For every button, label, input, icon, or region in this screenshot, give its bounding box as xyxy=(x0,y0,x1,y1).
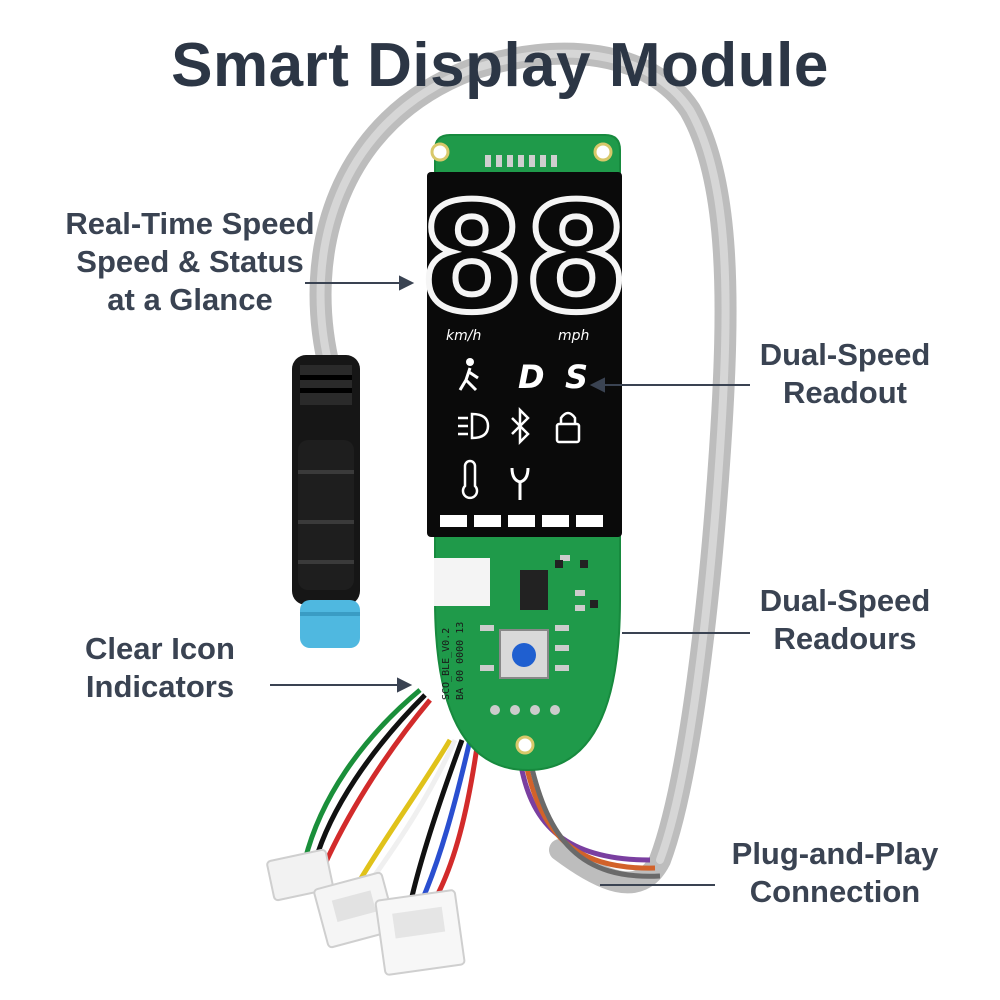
page-title: Smart Display Module xyxy=(171,31,829,100)
callout-readours-line2: Readours xyxy=(773,621,917,656)
black-connector xyxy=(292,355,360,648)
callout-icons-line1: Clear Icon xyxy=(85,631,235,666)
battery-bar xyxy=(576,515,603,527)
callout-icons-line2: Indicators xyxy=(85,669,235,704)
wire-bundle-left xyxy=(302,688,422,861)
tact-button xyxy=(512,643,536,667)
battery-bar xyxy=(440,515,467,527)
callout-plug-line2: Connection xyxy=(749,874,921,909)
thermometer-icon xyxy=(461,459,479,500)
white-plug-1 xyxy=(266,848,334,902)
lcd-display: 88 km/h mph D S xyxy=(417,169,631,537)
mode-s-indicator: S xyxy=(565,358,588,396)
callout-plug-line1: Plug-and-Play xyxy=(731,836,939,871)
battery-bar xyxy=(508,515,535,527)
callout-icons: Clear Icon Indicators xyxy=(60,630,260,706)
unit-mph-label: mph xyxy=(558,328,589,344)
callout-speed-line1: Real-Time Speed xyxy=(65,206,315,241)
battery-bar xyxy=(542,515,569,527)
callout-readout: Dual-Speed Readout xyxy=(735,336,955,412)
callout-readout-line2: Readout xyxy=(783,375,907,410)
walk-icon xyxy=(458,358,479,392)
battery-bars xyxy=(440,515,603,527)
callout-readours: Dual-Speed Readours xyxy=(730,582,960,658)
bluetooth-icon xyxy=(511,406,530,446)
wrench-icon xyxy=(510,467,530,500)
callout-readours-line1: Dual-Speed xyxy=(759,583,931,618)
callout-plug: Plug-and-Play Connection xyxy=(705,835,965,911)
pcb-silk-2: BA 00 0000 13 xyxy=(455,622,466,700)
unit-kmh-label: km/h xyxy=(446,328,481,344)
lock-icon xyxy=(555,411,581,444)
headlight-icon xyxy=(458,412,490,440)
callout-speed: Real-Time Speed Speed & Status at a Glan… xyxy=(30,205,350,319)
callout-readout-line1: Dual-Speed xyxy=(759,337,931,372)
callout-speed-line3: at a Glance xyxy=(107,282,273,317)
speed-digits: 88 xyxy=(420,172,629,346)
white-plug-3 xyxy=(374,889,466,976)
battery-bar xyxy=(474,515,501,527)
mode-d-indicator: D xyxy=(518,358,545,396)
white-plug-2 xyxy=(313,871,397,949)
pcb-silk-1: SCO_BLE_V0.2 xyxy=(441,628,452,700)
callout-speed-line2: Speed & Status xyxy=(76,244,304,279)
